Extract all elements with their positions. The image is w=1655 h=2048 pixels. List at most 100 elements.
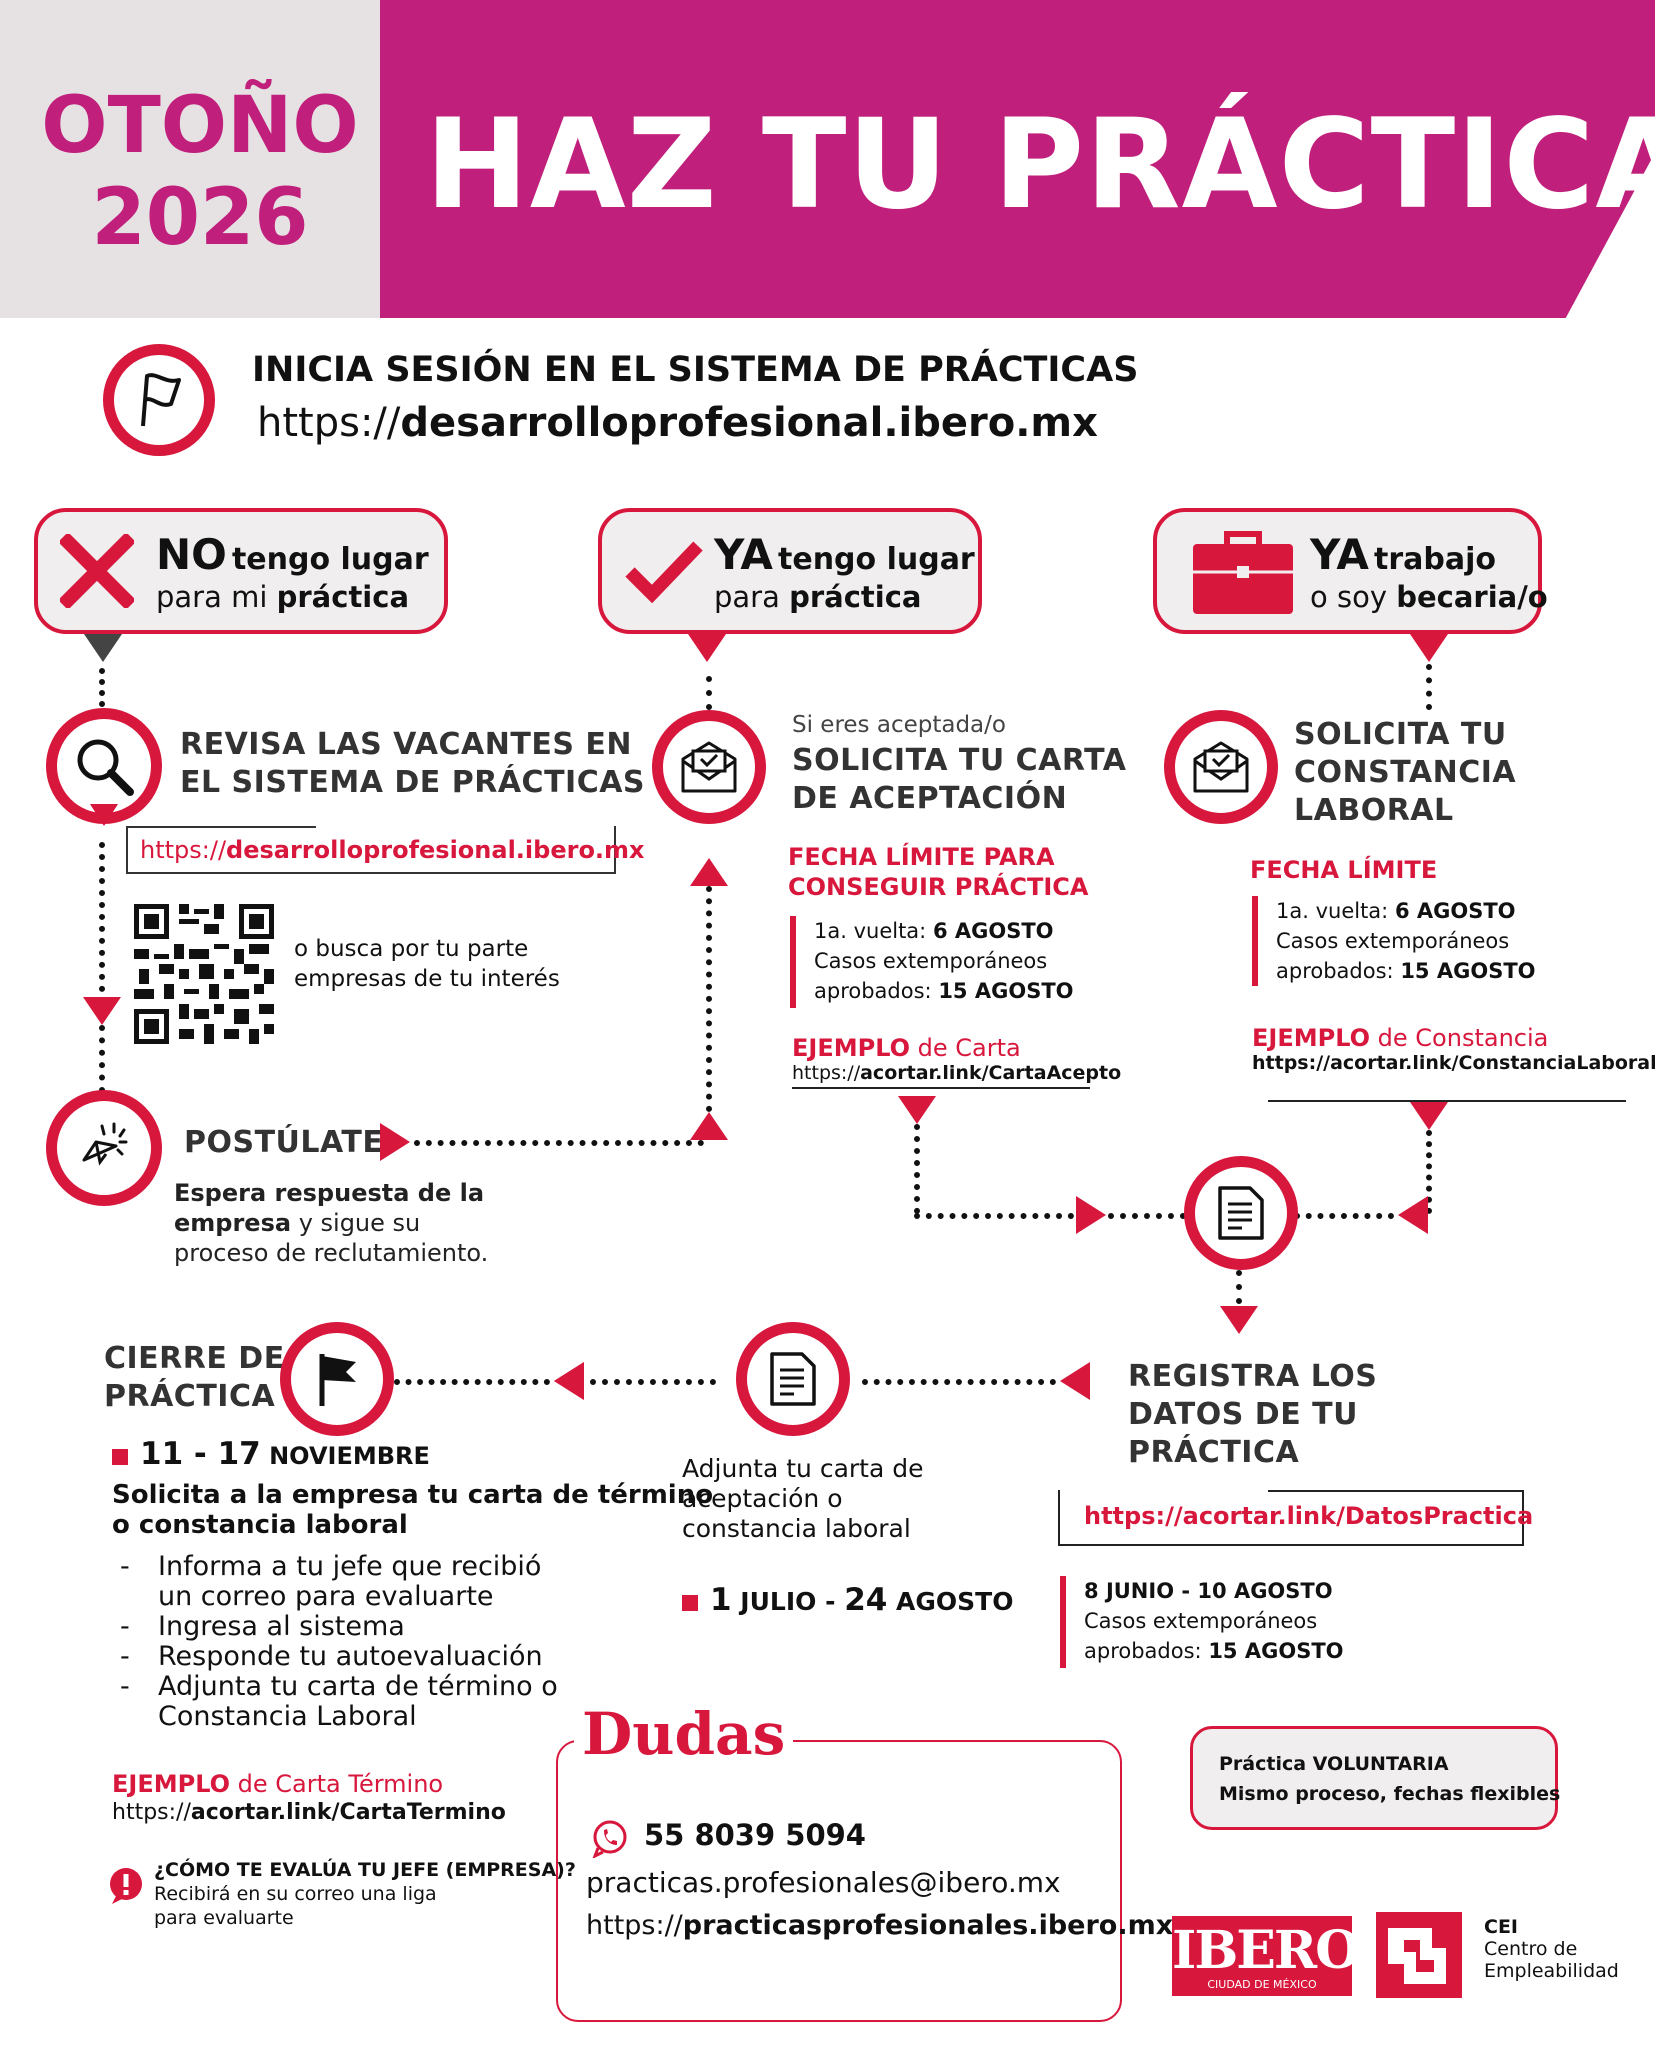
adjunta-desc: Adjunta tu carta de aceptación o constan… <box>682 1454 924 1544</box>
envelope-check-icon <box>652 710 766 824</box>
registra-date-b: JUNIO - <box>1105 1579 1191 1603</box>
dudas-phone[interactable]: 55 8039 5094 <box>644 1818 866 1852</box>
flag-icon <box>103 344 215 456</box>
dudas-web-domain: practicasprofesionales.ibero.mx <box>682 1910 1174 1941</box>
registra-title-line1: REGISTRA LOS <box>1128 1359 1378 1394</box>
constancia-title-line3: LABORAL <box>1294 793 1454 828</box>
arrow-down <box>1220 1306 1258 1334</box>
constancia-deadline: FECHA LÍMITE <box>1250 856 1438 884</box>
arrow-down <box>1410 1102 1448 1130</box>
bullet-square <box>682 1595 698 1611</box>
list-item: Adjunta tu carta de término o Constancia… <box>116 1672 576 1732</box>
ibero-logo-text: IBERO <box>1172 1920 1360 1981</box>
carta-example-url[interactable]: https://acortar.link/CartaAcepto <box>792 1062 1121 1084</box>
cierre-eval-question: ¿CÓMO TE EVALÚA TU JEFE (EMPRESA)? <box>154 1859 576 1881</box>
constancia-late-date: 15 AGOSTO <box>1400 959 1536 983</box>
connector <box>1108 1213 1186 1219</box>
cei-text: CEI Centro de Empleabilidad <box>1484 1916 1619 1982</box>
qr-code-icon[interactable] <box>134 904 274 1044</box>
cierre-example: EJEMPLO de Carta Término <box>112 1770 443 1798</box>
season-name: OTOÑO <box>41 81 359 171</box>
adjunta-date-d: AGOSTO <box>896 1587 1014 1616</box>
registra-date-c: 10 <box>1197 1579 1227 1603</box>
pointer-have <box>688 634 726 662</box>
constancia-title: SOLICITA TU CONSTANCIA LABORAL <box>1294 716 1516 830</box>
arrow-up <box>690 858 728 886</box>
postulate-desc-strong: empresa <box>174 1209 292 1237</box>
search-pointer <box>90 804 118 826</box>
option-have-line2a: para <box>714 580 780 614</box>
connector <box>706 886 712 1112</box>
option-no-place[interactable]: NO tengo lugar para mi práctica <box>34 508 448 634</box>
vacantes-url-domain: desarrolloprofesional.ibero.mx <box>226 836 645 864</box>
registra-title-line2: DATOS DE TU <box>1128 1397 1358 1432</box>
constancia-round-label: 1a. vuelta: <box>1276 899 1389 923</box>
cierre-example-rest: de Carta Término <box>237 1770 444 1798</box>
dudas-email[interactable]: practicas.profesionales@ibero.mx <box>586 1866 1061 1899</box>
cierre-request-line1: Solicita a la empresa tu carta de términ… <box>112 1480 714 1510</box>
carta-deadline-line1: FECHA LÍMITE PARA <box>788 843 1055 871</box>
whatsapp-icon[interactable] <box>590 1818 630 1858</box>
vacantes-title-line2: EL SISTEMA DE PRÁCTICAS <box>180 765 646 800</box>
connector <box>99 842 105 992</box>
vacantes-url-frame <box>126 826 616 874</box>
carta-example: EJEMPLO de Carta <box>792 1034 1021 1062</box>
carta-example-rest: de Carta <box>917 1034 1021 1062</box>
registra-late-line1: Casos extemporáneos <box>1084 1609 1318 1633</box>
envelope-check-icon <box>1164 710 1278 824</box>
connector <box>1426 1130 1432 1214</box>
option-no-line1: tengo lugar <box>231 542 429 577</box>
registra-url-frame <box>1058 1490 1524 1546</box>
vacantes-title: REVISA LAS VACANTES EN EL SISTEMA DE PRÁ… <box>180 726 645 802</box>
carta-deadline: FECHA LÍMITE PARA CONSEGUIR PRÁCTICA <box>788 842 1088 902</box>
bullet-square <box>112 1449 128 1465</box>
vacantes-url[interactable]: https://desarrolloprofesional.ibero.mx <box>140 836 645 864</box>
arrow-up <box>690 1112 728 1140</box>
adjunta-line1: Adjunta tu carta de <box>682 1454 924 1483</box>
cierre-request: Solicita a la empresa tu carta de términ… <box>112 1480 713 1540</box>
constancia-example: EJEMPLO de Constancia <box>1252 1024 1548 1052</box>
list-item: Responde tu autoevaluación <box>116 1642 576 1673</box>
flag-filled-icon <box>280 1322 394 1436</box>
carta-late-line1: Casos extemporáneos <box>814 949 1048 973</box>
carta-late-line2: aprobados: <box>814 979 932 1003</box>
registra-dates: 8 JUNIO - 10 AGOSTO Casos extemporáneos … <box>1060 1576 1344 1668</box>
postulate-desc-line1: Espera respuesta de la <box>174 1179 485 1207</box>
constancia-example-rest: de Constancia <box>1377 1024 1549 1052</box>
arrow-right <box>1076 1196 1106 1234</box>
alert-icon <box>110 1868 142 1904</box>
option-no-strong: NO <box>156 530 227 579</box>
send-icon <box>46 1090 162 1206</box>
dudas-web-prefix: https:// <box>586 1910 683 1941</box>
document-icon <box>736 1322 850 1436</box>
cierre-steps: Informa a tu jefe que recibió un correo … <box>116 1552 576 1732</box>
constancia-example-url[interactable]: https://acortar.link/ConstanciaLaboral <box>1252 1052 1655 1074</box>
cierre-title: CIERRE DE PRÁCTICA <box>104 1340 285 1416</box>
option-have-line2b: práctica <box>789 580 922 614</box>
registra-url[interactable]: https://acortar.link/DatosPractica <box>1084 1502 1534 1530</box>
adjunta-date-b: JULIO - <box>740 1587 836 1616</box>
adjunta-dates: 1 JULIO - 24 AGOSTO <box>682 1582 1013 1618</box>
arrow-right <box>380 1123 410 1161</box>
connector <box>1236 1270 1242 1304</box>
registra-url-frame-top <box>1268 1490 1524 1492</box>
carta-dates: 1a. vuelta: 6 AGOSTO Casos extemporáneos… <box>790 916 1074 1008</box>
connector <box>414 1140 704 1146</box>
arrow-left <box>1060 1362 1090 1400</box>
cei-line1: Centro de <box>1484 1938 1578 1960</box>
carta-round-label: 1a. vuelta: <box>814 919 927 943</box>
adjunta-line3: constancia laboral <box>682 1514 911 1543</box>
cierre-example-url[interactable]: https://acortar.link/CartaTermino <box>112 1800 506 1825</box>
vacantes-alt: o busca por tu parte empresas de tu inte… <box>294 934 560 994</box>
login-url[interactable]: https://desarrolloprofesional.ibero.mx <box>257 400 1098 446</box>
option-have-place[interactable]: YA tengo lugar para práctica <box>598 508 982 634</box>
adjunta-date-a: 1 <box>710 1582 732 1618</box>
option-have-line1: tengo lugar <box>778 542 975 577</box>
option-work-line2b: becaria/o <box>1396 580 1548 614</box>
option-no-line2b: práctica <box>276 580 410 614</box>
option-working[interactable]: YA trabajo o soy becaria/o <box>1153 508 1548 634</box>
page-title: HAZ TU PRÁCTICA <box>425 93 1655 237</box>
vacantes-title-line1: REVISA LAS VACANTES EN <box>180 727 632 762</box>
adjunta-date-c: 24 <box>844 1582 888 1618</box>
dudas-web[interactable]: https://practicasprofesionales.ibero.mx <box>586 1910 1173 1941</box>
